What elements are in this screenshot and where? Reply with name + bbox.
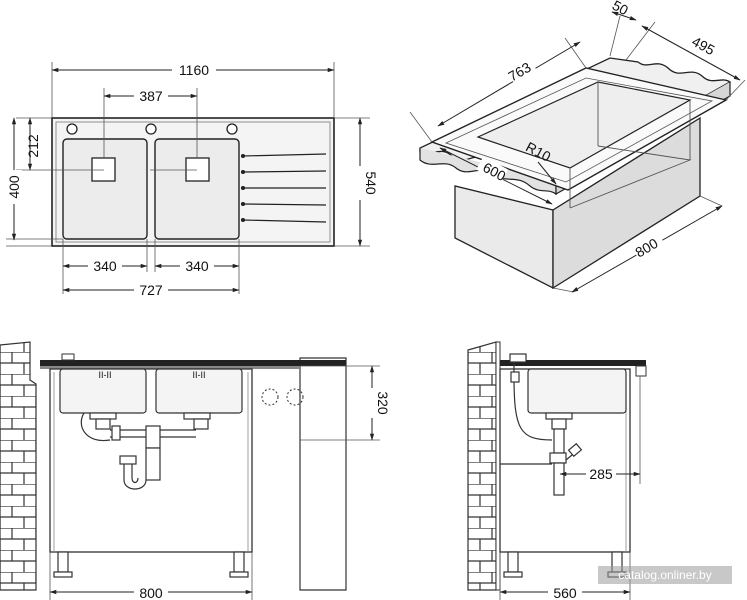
top-view: 1160 387 212 400 540 340 340 727 [6, 60, 379, 298]
side-countertop [500, 360, 646, 366]
front-view: II-II II-II [0, 341, 391, 600]
front-dim-bowl-depth: 320 [375, 391, 391, 415]
dim-right-bowl-width: 340 [185, 258, 209, 274]
tap-hole [226, 123, 238, 135]
side-dim-cabinet-depth: 560 [553, 585, 577, 600]
dim-total-depth: 540 [363, 171, 379, 195]
dim-bowl-spacing: 387 [139, 88, 163, 104]
iso-cabinet [454, 185, 554, 290]
watermark: catalog.onliner.by [598, 566, 732, 584]
iso-view: 763 50 495 R10 600 800 [409, 0, 746, 293]
front-cabinet [49, 368, 253, 553]
front-countertop [40, 360, 346, 366]
svg-text:II-II: II-II [193, 370, 206, 380]
tap-hole [145, 123, 157, 135]
brick-wall-left [0, 341, 37, 591]
side-view: 285 560 [467, 341, 647, 600]
side-bowl [527, 368, 627, 414]
dim-left-bowl-width: 340 [93, 258, 117, 274]
drainboard-grooves [242, 153, 327, 223]
iso-dim-thickness: 50 [610, 0, 631, 18]
tap-hole [66, 123, 78, 135]
dim-bowl-height: 400 [6, 175, 22, 199]
dim-width: 1160 [179, 62, 209, 78]
dim-bowls-total: 727 [139, 282, 163, 298]
pipe-cutout [261, 388, 279, 406]
pipe-cutout [286, 388, 304, 406]
right-drain [185, 157, 210, 182]
brick-wall-side [467, 341, 497, 591]
front-dim-cabinet-width: 800 [139, 585, 163, 600]
svg-text:II-II: II-II [99, 370, 112, 380]
dim-212: 212 [25, 134, 41, 158]
watermark-text: catalog.onliner.by [618, 568, 711, 582]
left-bowl [62, 138, 148, 240]
left-drain [91, 157, 116, 182]
front-plumbing [80, 412, 211, 490]
side-plumbing [509, 353, 583, 496]
side-dim-pipe-offset: 285 [589, 466, 613, 482]
